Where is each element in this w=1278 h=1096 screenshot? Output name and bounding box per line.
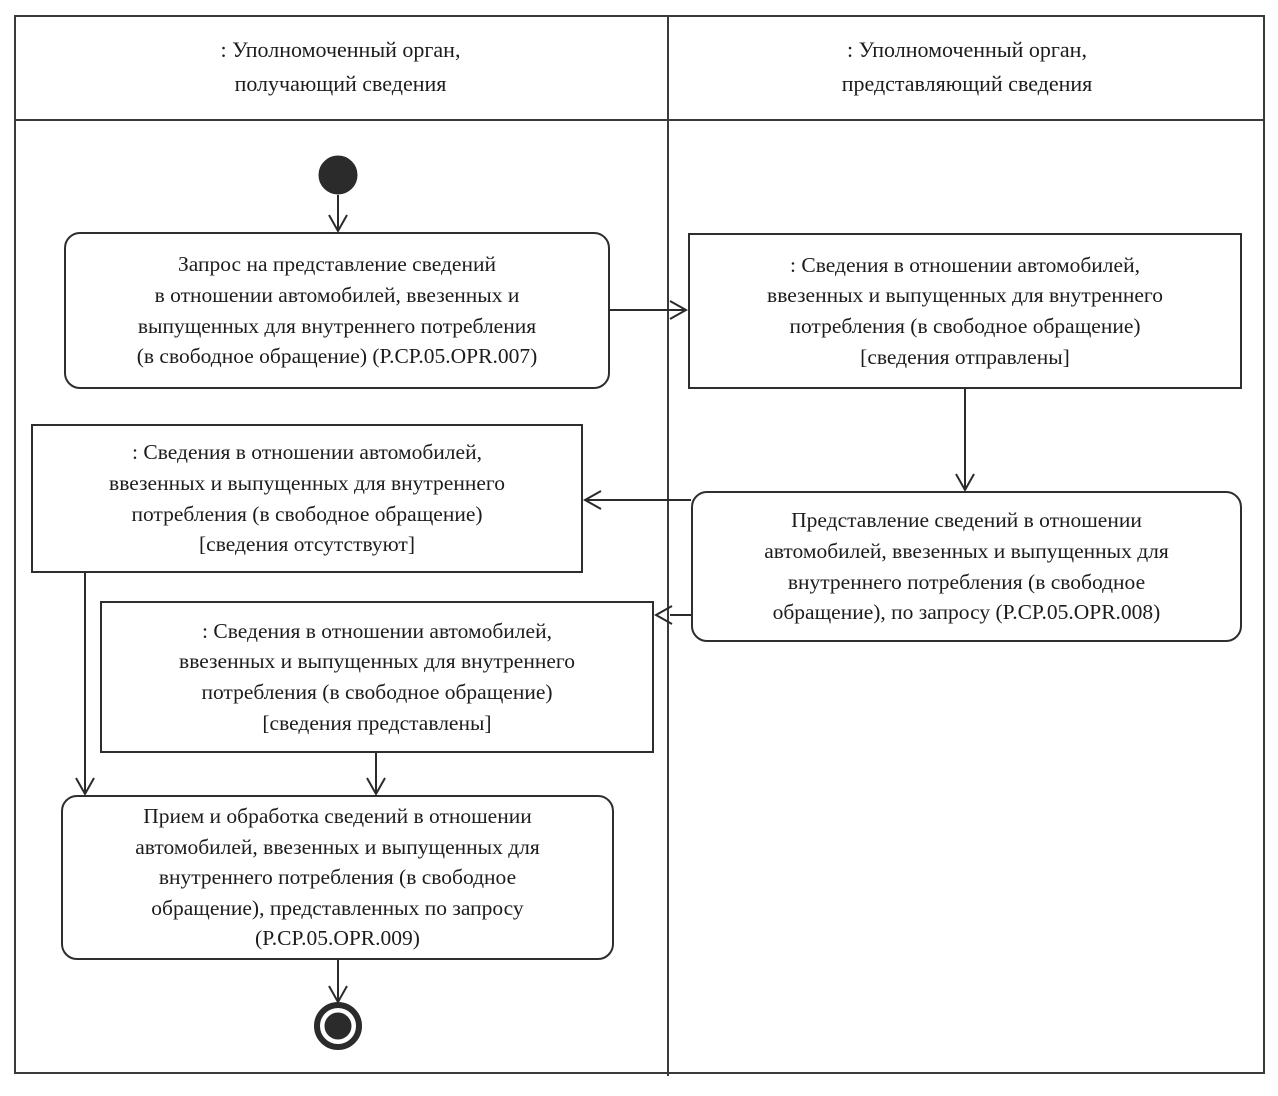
diagram-frame bbox=[14, 15, 1265, 1074]
object-label: : Сведения в отношении автомобилей, ввез… bbox=[767, 252, 1163, 369]
action-label: Представление сведений в отношении автом… bbox=[764, 508, 1169, 625]
object-label: : Сведения в отношении автомобилей, ввез… bbox=[179, 618, 575, 735]
object-info-sent: : Сведения в отношении автомобилей, ввез… bbox=[688, 233, 1242, 389]
lane-title: : Уполномоченный орган, представляющий с… bbox=[841, 36, 1093, 96]
swimlane-divider bbox=[667, 15, 669, 1076]
action-provide-info: Представление сведений в отношении автом… bbox=[691, 491, 1242, 642]
lane-title: : Уполномоченный орган, получающий сведе… bbox=[220, 36, 461, 96]
action-label: Прием и обработка сведений в отношении а… bbox=[135, 804, 540, 951]
lane-header-providing-authority: : Уполномоченный орган, представляющий с… bbox=[669, 15, 1265, 119]
action-receive-process-info: Прием и обработка сведений в отношении а… bbox=[61, 795, 614, 960]
object-label: : Сведения в отношении автомобилей, ввез… bbox=[109, 440, 505, 557]
object-info-absent: : Сведения в отношении автомобилей, ввез… bbox=[31, 424, 583, 573]
object-info-provided: : Сведения в отношении автомобилей, ввез… bbox=[100, 601, 654, 753]
lane-header-separator bbox=[14, 119, 1265, 121]
action-label: Запрос на представление сведений в отнош… bbox=[136, 252, 538, 369]
action-request-info: Запрос на представление сведений в отнош… bbox=[64, 232, 610, 389]
lane-header-receiving-authority: : Уполномоченный орган, получающий сведе… bbox=[14, 15, 667, 119]
